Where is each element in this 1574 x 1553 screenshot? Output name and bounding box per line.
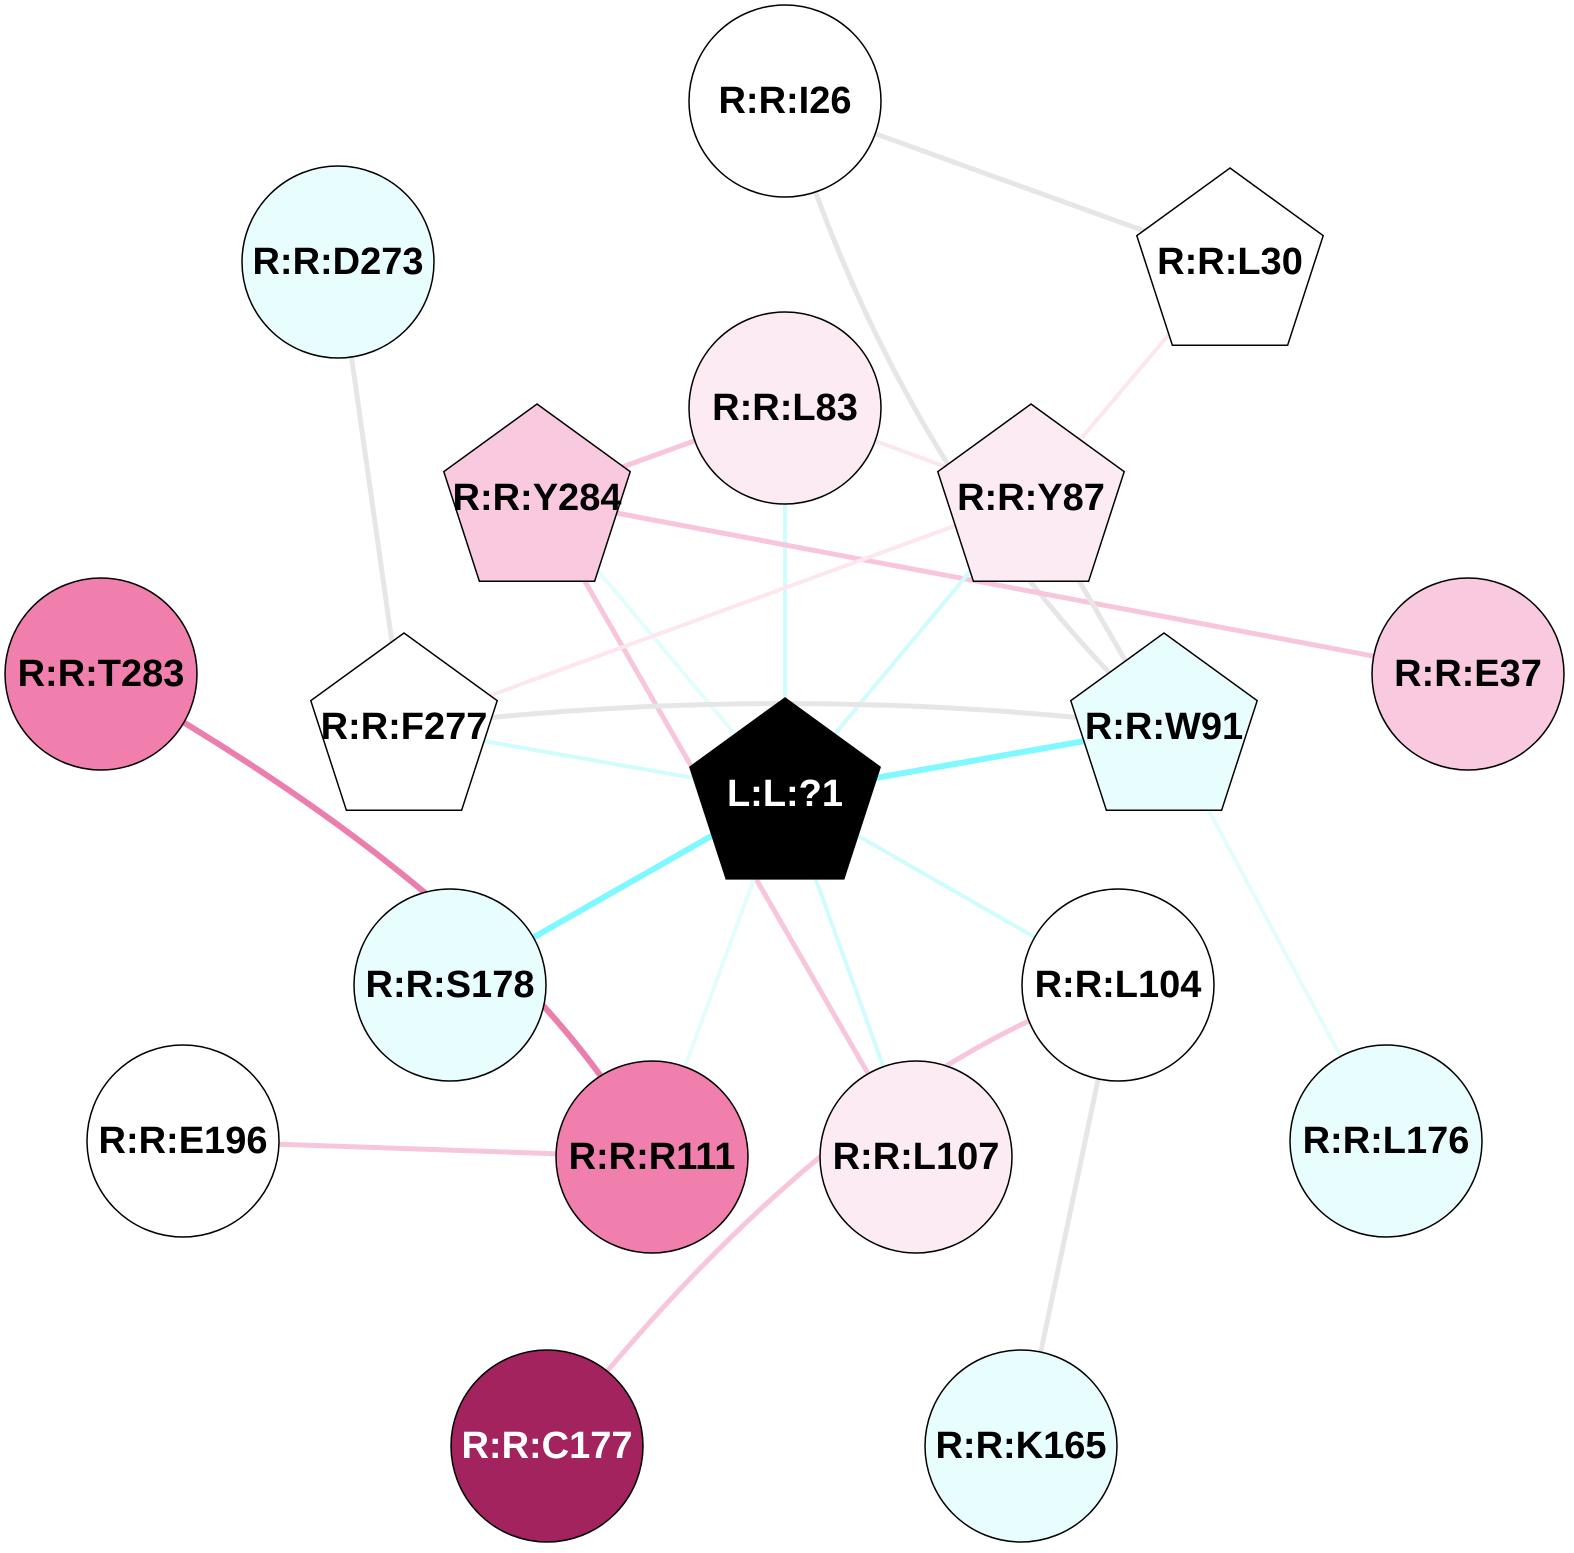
node-l104[interactable]: R:R:L104 (1021, 888, 1215, 1082)
node-y284[interactable]: R:R:Y284 (442, 403, 632, 583)
node-lig[interactable]: L:L:?1 (689, 697, 881, 880)
node-i26[interactable]: R:R:I26 (688, 4, 882, 198)
node-label: R:R:S178 (366, 964, 535, 1006)
node-e196[interactable]: R:R:E196 (86, 1044, 280, 1238)
node-label: R:R:E37 (1394, 653, 1542, 695)
node-circle (1021, 888, 1215, 1082)
node-label: R:R:I26 (718, 80, 851, 122)
node-label: R:R:L107 (833, 1136, 1000, 1178)
node-pentagon (1069, 632, 1259, 812)
node-pentagon (936, 403, 1126, 583)
edge-i26-w91 (782, 98, 1167, 730)
node-pentagon (1135, 167, 1325, 347)
node-l107[interactable]: R:R:L107 (819, 1060, 1013, 1254)
node-label: R:R:W91 (1085, 706, 1243, 748)
node-r111[interactable]: R:R:R111 (555, 1060, 749, 1254)
node-circle (241, 165, 435, 359)
node-pentagon (309, 632, 499, 812)
node-circle (924, 1349, 1118, 1543)
edge-y87-f277 (402, 496, 1033, 729)
node-circle (353, 888, 547, 1082)
node-circle (1371, 577, 1565, 771)
node-label: R:R:K165 (935, 1425, 1106, 1467)
node-t283[interactable]: R:R:T283 (4, 577, 198, 771)
node-l30[interactable]: R:R:L30 (1135, 167, 1325, 347)
node-label: R:R:F277 (321, 706, 488, 748)
node-circle (4, 577, 198, 771)
node-label: R:R:L83 (712, 387, 858, 429)
edge-y284-e37 (534, 495, 1471, 677)
node-label: R:R:L30 (1157, 241, 1303, 283)
node-c177[interactable]: R:R:C177 (450, 1349, 644, 1543)
node-label: R:R:Y284 (453, 477, 622, 519)
node-pentagon (442, 403, 632, 583)
node-label: R:R:Y87 (957, 477, 1105, 519)
node-circle (688, 4, 882, 198)
node-label: L:L:?1 (727, 773, 843, 815)
node-e37[interactable]: R:R:E37 (1371, 577, 1565, 771)
node-label: R:R:T283 (18, 653, 185, 695)
node-k165[interactable]: R:R:K165 (924, 1349, 1118, 1543)
node-w91[interactable]: R:R:W91 (1069, 632, 1259, 812)
node-circle (1289, 1044, 1483, 1238)
node-circle (450, 1349, 644, 1543)
node-circle (86, 1044, 280, 1238)
node-label: R:R:C177 (461, 1425, 632, 1467)
node-s178[interactable]: R:R:S178 (353, 888, 547, 1082)
node-label: R:R:L176 (1303, 1120, 1470, 1162)
node-pentagon (689, 697, 881, 880)
node-f277[interactable]: R:R:F277 (309, 632, 499, 812)
node-circle (555, 1060, 749, 1254)
node-l176[interactable]: R:R:L176 (1289, 1044, 1483, 1238)
node-label: R:R:R111 (569, 1136, 736, 1178)
node-label: R:R:L104 (1035, 964, 1202, 1006)
node-d273[interactable]: R:R:D273 (241, 165, 435, 359)
node-y87[interactable]: R:R:Y87 (936, 403, 1126, 583)
node-l83[interactable]: R:R:L83 (688, 311, 882, 505)
node-label: R:R:D273 (252, 241, 423, 283)
node-label: R:R:E196 (99, 1120, 268, 1162)
node-circle (688, 311, 882, 505)
node-circle (819, 1060, 1013, 1254)
